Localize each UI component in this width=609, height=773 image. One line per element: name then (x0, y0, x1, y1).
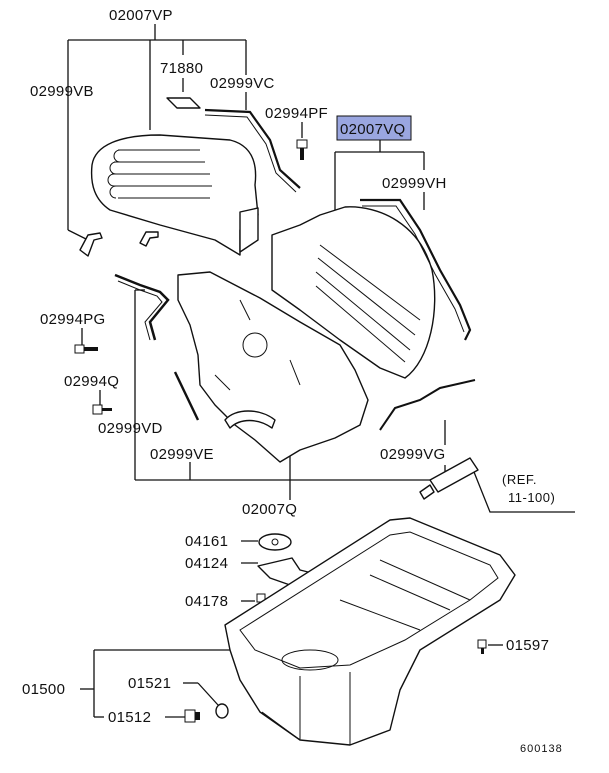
leader-lines (67, 24, 575, 718)
label-02007vq[interactable]: 02007VQ (340, 121, 405, 138)
gasket-rod-ve (173, 371, 200, 421)
sealant-tube (419, 457, 479, 500)
oil-strainer-gasket (258, 533, 292, 551)
label-02994pg[interactable]: 02994PG (40, 311, 105, 328)
label-02999vb[interactable]: 02999VB (30, 83, 94, 100)
drain-plug (184, 709, 200, 723)
upper-timing-cover-rear (271, 206, 436, 379)
label-02007vp[interactable]: 02007VP (109, 7, 173, 24)
gasket-strip-vh (360, 198, 472, 341)
label-04178[interactable]: 04178 (185, 593, 228, 610)
bolt-02994pf (296, 139, 308, 160)
gasket-strip-vc (204, 108, 301, 189)
label-02999ve[interactable]: 02999VE (150, 446, 214, 463)
upper-timing-cover-front (90, 134, 259, 256)
bolt-02994pg (74, 344, 98, 354)
ref-line-1: (REF. (502, 472, 537, 487)
lower-timing-cover (177, 271, 369, 463)
label-04124[interactable]: 04124 (185, 555, 228, 572)
label-02994pf[interactable]: 02994PF (265, 105, 328, 122)
label-71880[interactable]: 71880 (160, 60, 203, 77)
label-01500[interactable]: 01500 (22, 681, 65, 698)
label-02999vd[interactable]: 02999VD (98, 420, 163, 437)
figure-number: 600138 (520, 743, 563, 755)
ref-line-2[interactable]: 11-100) (508, 490, 555, 505)
part-labels: 02007VP 71880 02999VB 02999VC 02994PF 02… (22, 7, 563, 755)
label-01597[interactable]: 01597 (506, 637, 549, 654)
bolt-01597 (477, 639, 487, 654)
selected-part-highlight (336, 115, 412, 141)
label-01521[interactable]: 01521 (128, 675, 171, 692)
label-02994q[interactable]: 02994Q (64, 373, 119, 390)
oil-pan (224, 517, 516, 746)
label-02999vg[interactable]: 02999VG (380, 446, 445, 463)
drain-plug-gasket (215, 703, 229, 719)
gasket-bent-vd (114, 273, 170, 341)
label-01512[interactable]: 01512 (108, 709, 151, 726)
gasket-strip-vg (379, 379, 476, 431)
label-02999vc[interactable]: 02999VC (210, 75, 275, 92)
gasket-clip-vb (79, 232, 103, 257)
bolt-02994q (92, 404, 112, 415)
label-04161[interactable]: 04161 (185, 533, 228, 550)
label-02999vh[interactable]: 02999VH (382, 175, 447, 192)
insulator-pad (166, 97, 201, 109)
label-02007q[interactable]: 02007Q (242, 501, 297, 518)
